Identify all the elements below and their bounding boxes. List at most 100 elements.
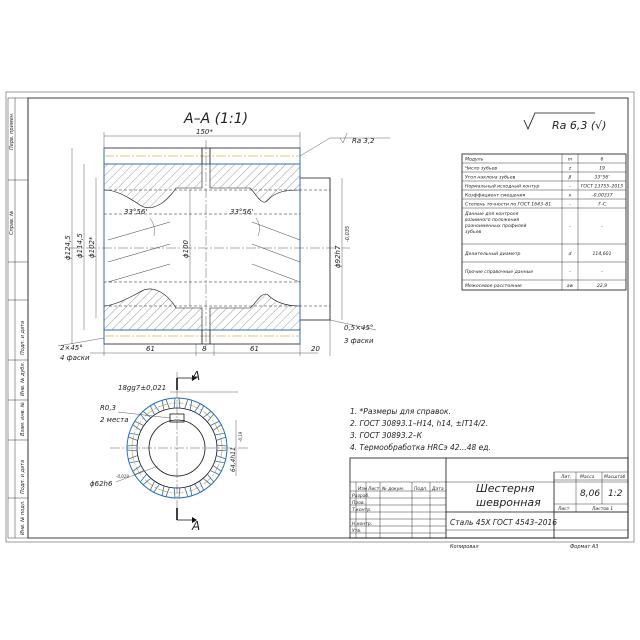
gear-tooth	[161, 398, 170, 411]
param-symbol: –	[569, 185, 572, 190]
note-1: 1. *Размеры для справок.	[350, 407, 451, 416]
hatch-bottom-left	[103, 288, 203, 331]
dim-seg-61-right: 61	[250, 345, 259, 353]
dim-seg-20: 20	[311, 345, 320, 353]
tb-part-name-2: шевронная	[476, 496, 541, 509]
section-dimensions: 150* ϕ124,5 ϕ114,5 ϕ102* ϕ100 ϕ92h7 -0,0…	[57, 128, 390, 362]
end-view: А А 18gg7±0,021 R0,3 2 места ϕ62h6 -0,01…	[90, 369, 248, 533]
gear-tooth	[139, 410, 152, 423]
gear-tooth	[202, 473, 215, 486]
tb-sheets: Листов 1	[591, 506, 613, 512]
root-circle	[136, 407, 218, 489]
tb-col-mass: Масса	[580, 474, 595, 480]
roughness-local-text: Ra 3,2	[352, 137, 375, 145]
tb-role-checker: Пров.	[352, 500, 365, 506]
dim-radius-note: 2 места	[100, 416, 128, 424]
gear-tooth	[173, 487, 181, 499]
tb-role-approved: Утв.	[352, 528, 361, 534]
dim-chamfer-right-note: 3 фаски	[344, 337, 374, 345]
param-name: Модуль	[465, 157, 484, 163]
gear-tooth	[214, 455, 227, 464]
side-stamp-3: Подп. и дата	[20, 321, 26, 355]
param-value: 33°56'	[594, 175, 609, 181]
tb-col-sign: Подп.	[414, 486, 428, 492]
side-stamp-column: Перв. примен. Справ. № Подп. и дата Инв.…	[7, 97, 29, 539]
param-value: 7–С	[598, 202, 607, 208]
dim-seg-8: 8	[202, 345, 207, 353]
roughness-general-symbol: Ra 6,3 (√)	[523, 112, 606, 132]
gear-tooth	[209, 420, 222, 431]
tb-format: Формат А3	[570, 544, 598, 550]
gear-tooth	[184, 398, 193, 411]
gear-tooth	[209, 465, 222, 476]
dim-d-shaft-tol: -0,019	[116, 474, 129, 479]
dim-d-fit: ϕ92h7	[334, 245, 342, 268]
dim-key-depth-tol: -0,19	[238, 431, 243, 442]
gear-tooth	[132, 465, 145, 476]
tb-col-izm: Изм	[358, 486, 368, 492]
note-2: 2. ГОСТ 30893.1–H14, h14, ±IT14/2.	[350, 419, 488, 428]
bore-circle	[148, 419, 206, 477]
dim-helix-angle-2: 33°56'	[230, 208, 253, 216]
gear-tooth	[149, 480, 160, 493]
gear-tooth	[194, 403, 205, 416]
roughness-general-text: Ra 6,3 (√)	[552, 119, 606, 132]
dim-helix-angle-1: 33°56'	[124, 208, 147, 216]
gear-tooth	[149, 403, 160, 416]
gear-tooth	[184, 485, 193, 498]
gear-tooth	[214, 432, 227, 441]
param-name: зубьев	[465, 229, 482, 235]
param-symbol: –	[569, 203, 572, 208]
param-name: Межосевое расстояние	[465, 283, 522, 289]
param-name: взаимного положения	[465, 218, 519, 223]
tb-col-lit: Лит.	[560, 474, 571, 480]
param-name: Данные для контроля	[464, 211, 519, 217]
note-4: 4. Термообработка HRCэ 42...48 ед.	[350, 443, 491, 452]
pitch-circle	[131, 402, 223, 494]
gear-tooth	[127, 432, 140, 441]
side-stamp-2: Справ. №	[9, 211, 15, 235]
param-symbol: β	[569, 175, 572, 181]
param-value: 19	[599, 166, 605, 172]
side-stamp-1: Перв. примен.	[9, 112, 15, 150]
sheet-outer-frame	[5, 91, 635, 543]
section-view	[70, 140, 350, 350]
tb-col-scale: Масштаб	[604, 474, 626, 480]
dim-d-root: ϕ114,5	[76, 233, 84, 258]
param-value: –	[601, 225, 604, 230]
gear-tooth	[216, 444, 228, 452]
section-mark-top: А	[191, 369, 200, 383]
param-name: Делительный диаметр	[464, 251, 521, 257]
param-symbol: x	[568, 194, 572, 199]
gear-tooth	[139, 473, 152, 486]
tb-material: Сталь 45Х ГОСТ 4543–2016	[450, 518, 557, 527]
hatch-bottom-right	[209, 293, 301, 331]
tb-copied: Копировал	[450, 544, 479, 550]
dim-d-bore: ϕ100	[182, 239, 190, 258]
tb-sheet: Лист	[557, 506, 570, 512]
param-name: Коэффициент смещения	[465, 193, 525, 199]
param-value: 6	[601, 157, 604, 163]
hatch-top-left	[103, 163, 203, 208]
gear-tooth	[161, 485, 170, 498]
param-name: Угол наклона зубьев	[465, 175, 516, 181]
gear-tooth	[127, 455, 140, 464]
dim-chamfer-left-note: 4 фаски	[60, 354, 90, 362]
note-3: 3. ГОСТ 30893.2–К	[350, 431, 423, 440]
dim-length: 150*	[196, 128, 213, 136]
dim-chamfer-right: 0,5×45°	[344, 324, 373, 332]
gear-teeth	[126, 397, 228, 499]
dim-d-shaft: ϕ62h6	[90, 480, 113, 488]
dim-d-inner: ϕ102*	[88, 236, 96, 258]
dim-keyway: 18gg7±0,021	[118, 384, 166, 392]
param-value: –0,00337	[591, 193, 612, 199]
tb-col-date: Дата	[431, 486, 444, 492]
gear-tooth	[126, 444, 138, 452]
tb-mass: 8,06	[580, 489, 600, 499]
tb-col-list: Лист	[367, 486, 380, 492]
technical-notes: 1. *Размеры для справок. 2. ГОСТ 30893.1…	[350, 407, 491, 452]
dim-d-outer: ϕ124,5	[64, 235, 72, 260]
tb-role-tcontrol: Т.контр.	[352, 507, 372, 513]
